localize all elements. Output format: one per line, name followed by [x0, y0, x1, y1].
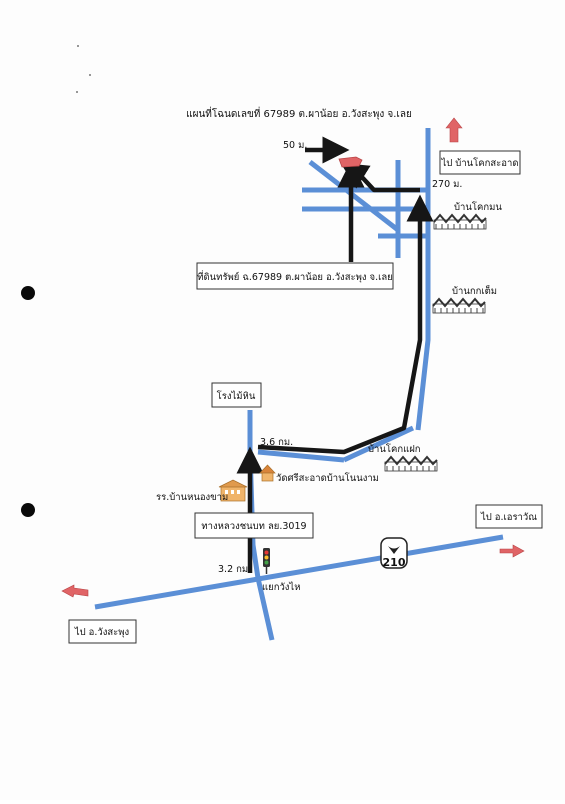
arrow-north-icon — [445, 117, 463, 143]
punch-hole-bottom — [21, 503, 35, 517]
label-temple: วัดศรีสะอาดบ้านโนนงาม — [276, 472, 379, 484]
box-property — [196, 262, 394, 290]
label-ban-khok-mon: บ้านโคกมน — [454, 201, 502, 213]
village-ban-khok-faek-icon — [384, 456, 438, 472]
box-to-wang-saphung — [68, 619, 137, 644]
map-title: แผนที่โฉนดเลขที่ 67989 ต.ผาน้อย อ.วังสะพ… — [186, 106, 412, 120]
arrow-east-icon — [499, 544, 525, 558]
highway-210-road — [94, 534, 504, 610]
route-segment-3 — [340, 162, 420, 193]
box-to-erawan — [475, 504, 543, 529]
label-to-erawan: ไป อ.เอราวัณ — [480, 511, 537, 523]
box-rural-road — [194, 512, 314, 539]
speck — [77, 45, 79, 47]
label-ban-kok-tem: บ้านกกเต็ม — [452, 284, 497, 297]
box-to-ban-khok-sa-at — [439, 150, 521, 175]
label-property: ที่ดินทรัพย์ ฉ.67989 ต.ผาน้อย อ.วังสะพุง… — [197, 270, 393, 283]
label-rural-road: ทางหลวงชนบท ลย.3019 — [201, 521, 306, 532]
distance-3-2km: 3.2 กม. — [218, 564, 251, 575]
connector-road — [257, 449, 345, 463]
village-ban-khok-mon-icon — [433, 214, 487, 230]
speck — [76, 91, 78, 93]
label-sawmill: โรงไม้หิน — [217, 390, 256, 402]
school-building-icon — [218, 479, 248, 502]
label-junction: แยกวังไห — [262, 581, 300, 593]
distance-50m: 50 ม. — [283, 140, 307, 151]
speck — [89, 74, 91, 76]
property-target-marker — [338, 156, 363, 168]
label-school: รร.บ้านหนองขาม — [156, 492, 228, 503]
traffic-light-icon — [263, 548, 270, 574]
route-segment-2 — [257, 194, 434, 455]
village-road-diagonal — [308, 160, 400, 232]
village-ban-kok-tem-icon — [432, 298, 486, 314]
arrow-west-icon — [61, 584, 89, 598]
label-to-wang-saphung: ไป อ.วังสะพุง — [74, 626, 129, 638]
route-number: 210 — [383, 556, 406, 569]
rural-road-3019 — [247, 432, 275, 641]
distance-270m: 270 ม. — [432, 179, 462, 190]
box-sawmill — [211, 382, 262, 408]
route-210-shield-icon: 210 — [380, 537, 408, 569]
label-to-ban-khok-sa-at: ไป บ้านโคกสะอาด — [440, 157, 518, 169]
punch-hole-top — [21, 286, 35, 300]
label-ban-khok-faek: บ้านโคกแฝก — [368, 443, 421, 455]
connector-road-east — [342, 425, 415, 463]
distance-3-6km: 3.6 กม. — [260, 437, 293, 448]
temple-icon — [259, 464, 276, 482]
